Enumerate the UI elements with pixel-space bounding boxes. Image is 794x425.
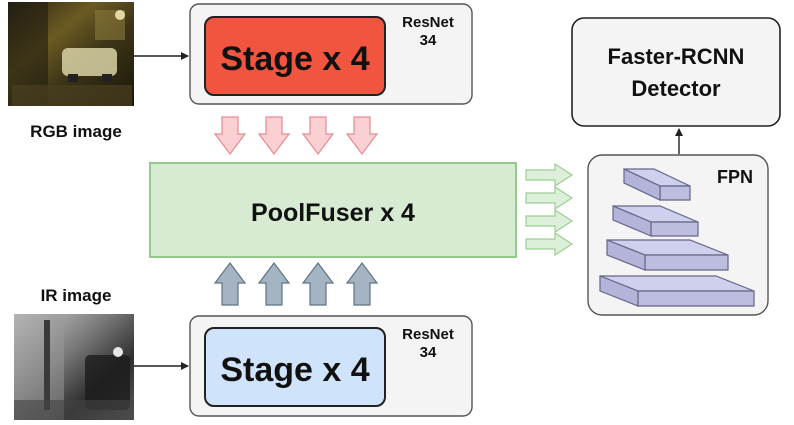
rgb-feature-arrow <box>301 116 335 155</box>
fused-feature-arrows <box>525 162 574 257</box>
fpn-block: FPN <box>587 154 769 316</box>
poolfuser-label: PoolFuser x 4 <box>251 199 415 227</box>
ir-backbone-depth: 34 <box>420 344 437 361</box>
ir-feature-arrow <box>345 262 379 306</box>
rgb-backbone: Stage x 4 ResNet 34 <box>189 3 473 105</box>
ir-feature-arrows <box>213 262 379 306</box>
rgb-feature-arrows <box>213 116 379 155</box>
fpn-layer <box>623 168 691 201</box>
detector-label-line2: Detector <box>631 76 721 101</box>
rgb-feature-arrow <box>257 116 291 155</box>
fused-feature-arrow <box>525 162 574 188</box>
fused-feature-arrow <box>525 208 574 234</box>
detector-block: Faster-RCNN Detector <box>571 17 781 127</box>
ir-feature-arrow <box>257 262 291 306</box>
rgb-image <box>8 2 134 106</box>
rgb-feature-arrow <box>213 116 247 155</box>
ir-feature-arrow <box>213 262 247 306</box>
ir-image <box>14 314 134 420</box>
ir-stage-block <box>204 327 386 407</box>
fpn-layer <box>599 275 755 307</box>
fused-feature-arrow <box>525 185 574 211</box>
poolfuser-box <box>149 162 517 258</box>
ir-stage-label: Stage x 4 <box>220 351 369 389</box>
rgb-backbone-depth: 34 <box>420 32 437 49</box>
fused-feature-arrow <box>525 231 574 257</box>
rgb-backbone-name: ResNet <box>402 14 454 31</box>
rgb-stage-block <box>204 16 386 96</box>
fpn-layer <box>606 239 729 271</box>
rgb-stage-label: Stage x 4 <box>220 40 369 78</box>
ir-backbone: Stage x 4 ResNet 34 <box>189 315 473 417</box>
detector-label-line1: Faster-RCNN <box>608 44 745 69</box>
ir-backbone-name: ResNet <box>402 326 454 343</box>
fpn-layer <box>612 205 699 237</box>
ir-image-label: IR image <box>41 286 112 305</box>
ir-feature-arrow <box>301 262 335 306</box>
fpn-label: FPN <box>717 167 753 187</box>
poolfuser-block: PoolFuser x 4 <box>149 162 517 258</box>
rgb-feature-arrow <box>345 116 379 155</box>
detector-box <box>571 17 781 127</box>
rgb-image-label: RGB image <box>30 122 122 141</box>
